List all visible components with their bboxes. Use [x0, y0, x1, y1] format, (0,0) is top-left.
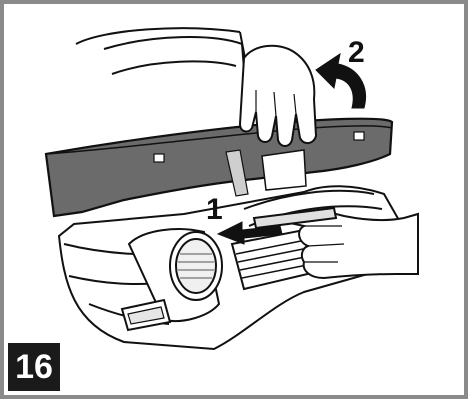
upper-housing [76, 28, 250, 144]
step-number-badge: 16 [8, 343, 60, 391]
callout-2: 2 [348, 36, 365, 69]
callout-1: 1 [206, 193, 223, 226]
instruction-illustration: 1 2 [4, 4, 468, 403]
